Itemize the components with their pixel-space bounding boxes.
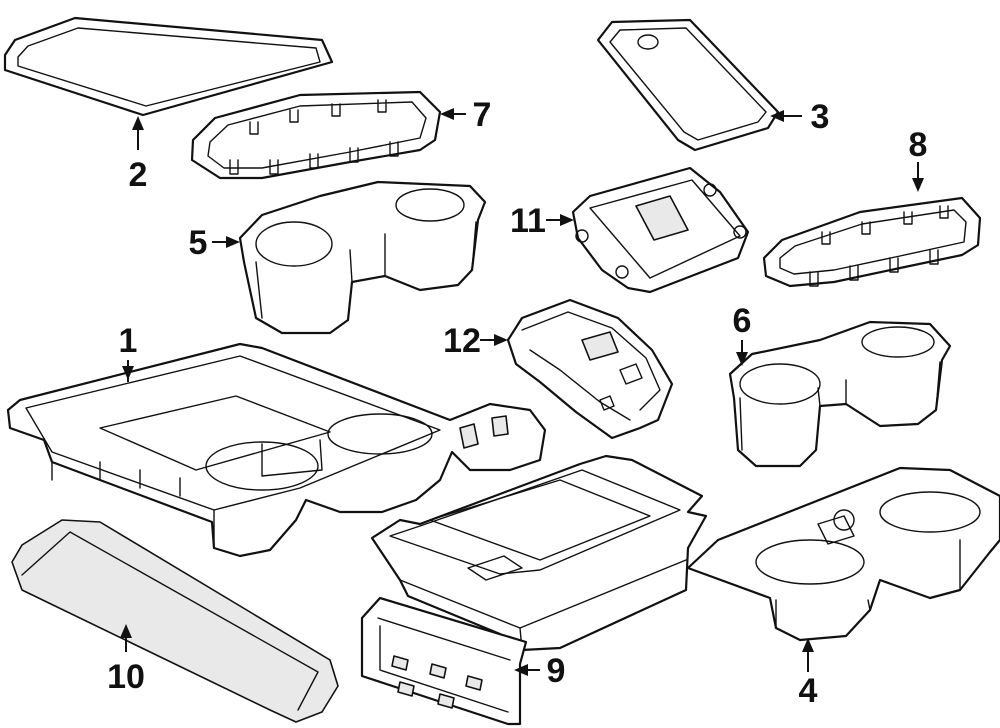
part-11-control-module [571,166,750,294]
part-6-cup-holder-insert [728,320,952,468]
part-2-mat [3,16,334,117]
callout-8: 8 [909,126,928,164]
part-4-cup-holder-bezel [686,466,1000,642]
callout-6: 6 [733,302,752,340]
part-1-console-base [6,342,547,558]
callout-7: 7 [473,96,492,134]
callout-2: 2 [129,156,148,194]
leader-lines [120,108,924,676]
callout-labels: 1 2 3 4 5 6 7 8 9 10 11 12 [107,96,927,710]
callout-5: 5 [189,224,208,262]
callout-12: 12 [443,322,481,360]
callout-9: 9 [547,652,566,690]
part-12-bracket [506,298,674,440]
part-3-tray-pad [596,18,780,152]
callout-1: 1 [119,322,138,360]
part-8-trim-ring [762,196,982,288]
part-5-cup-holder-insert [238,180,487,335]
callout-4: 4 [799,672,818,710]
callout-11: 11 [510,202,546,240]
part-7-trim-ring [190,90,442,180]
part-9-bezel [360,596,528,726]
part-10-lid [11,519,339,723]
callout-10: 10 [107,658,145,696]
storage-bin [370,454,708,652]
callout-3: 3 [811,98,830,136]
